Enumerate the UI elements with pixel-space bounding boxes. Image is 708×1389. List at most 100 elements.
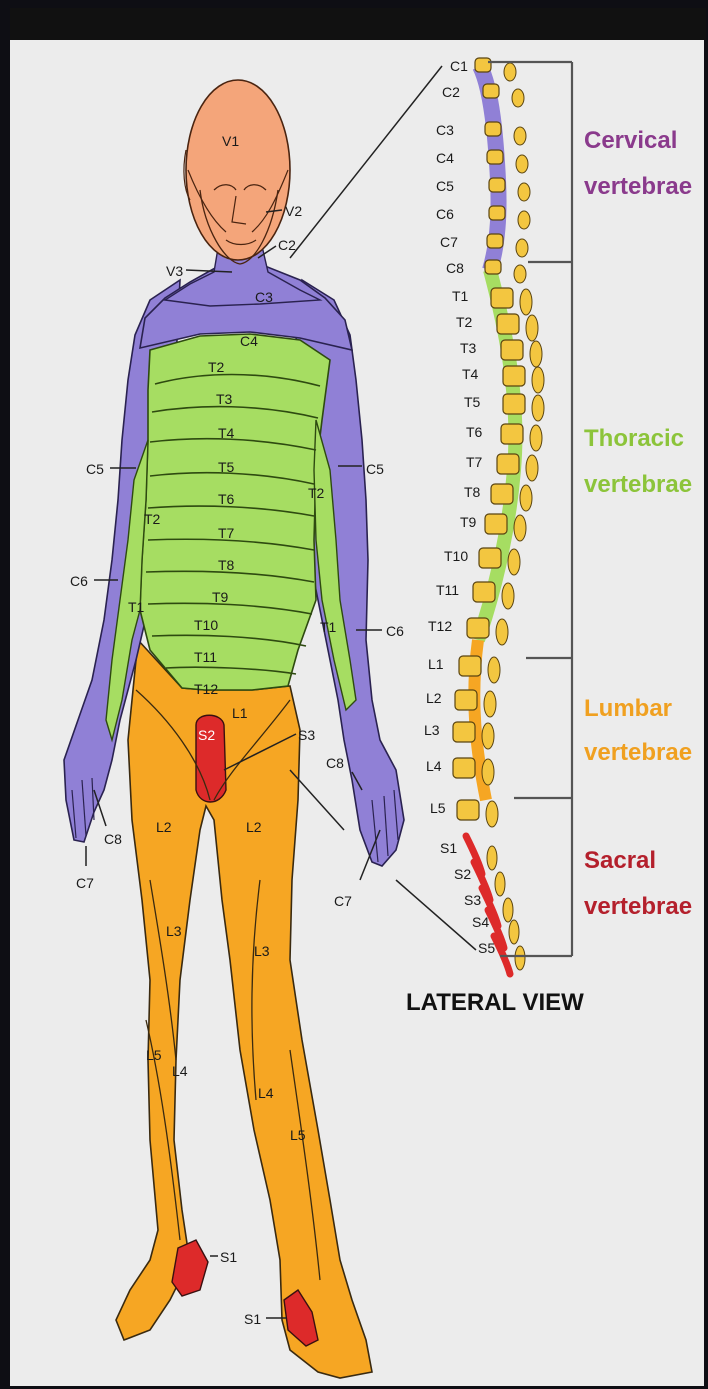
spinous-process-c7 bbox=[516, 239, 528, 257]
label-t1-right: T1 bbox=[320, 619, 337, 635]
spine-label-c1: C1 bbox=[450, 58, 468, 74]
sacral-subtitle: vertebrae bbox=[584, 893, 692, 920]
label-t5: T5 bbox=[218, 459, 235, 475]
label-t12: T12 bbox=[194, 681, 218, 697]
label-l4-right: L4 bbox=[258, 1085, 274, 1101]
vertebra-c1 bbox=[475, 58, 491, 72]
spine-label-t7: T7 bbox=[466, 454, 483, 470]
spine-label-s4: S4 bbox=[472, 914, 489, 930]
label-l5-left: L5 bbox=[146, 1047, 162, 1063]
spine-label-c3: C3 bbox=[436, 122, 454, 138]
spine-label-c8: C8 bbox=[446, 260, 464, 276]
vertebra-t10 bbox=[479, 548, 501, 568]
spinous-process-c4 bbox=[516, 155, 528, 173]
spinous-process-t11 bbox=[502, 583, 514, 609]
label-s1-right: S1 bbox=[244, 1311, 261, 1327]
spine-label-c5: C5 bbox=[436, 178, 454, 194]
vertebra-t1 bbox=[491, 288, 513, 308]
vertebra-c6 bbox=[489, 206, 505, 220]
label-t2-right: T2 bbox=[308, 485, 325, 501]
vertebra-t8 bbox=[491, 484, 513, 504]
spinous-process-t12 bbox=[496, 619, 508, 645]
spine-label-s1: S1 bbox=[440, 840, 457, 856]
spinous-process-l3 bbox=[482, 723, 494, 749]
spinous-process-c8 bbox=[514, 265, 526, 283]
vertebra-t11 bbox=[473, 582, 495, 602]
spine-label-t10: T10 bbox=[444, 548, 468, 564]
vertebra-t7 bbox=[497, 454, 519, 474]
vertebra-c8 bbox=[485, 260, 501, 274]
vertebra-c5 bbox=[489, 178, 505, 192]
lateral-view-title: LATERAL VIEW bbox=[406, 989, 584, 1016]
label-t6: T6 bbox=[218, 491, 235, 507]
vertebra-t2 bbox=[497, 314, 519, 334]
label-l3-right: L3 bbox=[254, 943, 270, 959]
spine-label-l2: L2 bbox=[426, 690, 442, 706]
label-t8: T8 bbox=[218, 557, 235, 573]
label-c7-right: C7 bbox=[334, 893, 352, 909]
label-c3: C3 bbox=[255, 289, 273, 305]
label-t1-left: T1 bbox=[128, 599, 145, 615]
spine-label-s3: S3 bbox=[464, 892, 481, 908]
spinous-process-t7 bbox=[526, 455, 538, 481]
label-v3: V3 bbox=[166, 263, 183, 279]
vertebra-c3 bbox=[485, 122, 501, 136]
spine-label-s5: S5 bbox=[478, 940, 495, 956]
spinous-process-t8 bbox=[520, 485, 532, 511]
label-c7-left: C7 bbox=[76, 875, 94, 891]
sacral-process-s1 bbox=[487, 846, 497, 870]
vertebra-l3 bbox=[453, 722, 475, 742]
label-l5-right: L5 bbox=[290, 1127, 306, 1143]
spine-label-l5: L5 bbox=[430, 800, 446, 816]
spine-label-s2: S2 bbox=[454, 866, 471, 882]
spinous-process-c6 bbox=[518, 211, 530, 229]
label-c8-left: C8 bbox=[104, 831, 122, 847]
vertebra-l4 bbox=[453, 758, 475, 778]
vertebra-l5 bbox=[457, 800, 479, 820]
label-t2: T2 bbox=[208, 359, 225, 375]
spinous-process-c1 bbox=[504, 63, 516, 81]
label-v2: V2 bbox=[285, 203, 302, 219]
spine-label-t6: T6 bbox=[466, 424, 483, 440]
spine-label-t2: T2 bbox=[456, 314, 473, 330]
cervical-title: Cervical bbox=[584, 127, 677, 154]
label-l3-left: L3 bbox=[166, 923, 182, 939]
spine-label-t11: T11 bbox=[436, 582, 459, 598]
spinous-process-l4 bbox=[482, 759, 494, 785]
label-t4: T4 bbox=[218, 425, 235, 441]
vertebra-t3 bbox=[501, 340, 523, 360]
sacral-process-s4 bbox=[509, 920, 519, 944]
vertebra-t4 bbox=[503, 366, 525, 386]
vertebra-t5 bbox=[503, 394, 525, 414]
label-c4: C4 bbox=[240, 333, 258, 349]
label-t3: T3 bbox=[216, 391, 233, 407]
label-c6-left: C6 bbox=[70, 573, 88, 589]
spinous-process-l2 bbox=[484, 691, 496, 717]
spinous-process-l1 bbox=[488, 657, 500, 683]
thoracic-subtitle: vertebrae bbox=[584, 471, 692, 498]
spinous-process-l5 bbox=[486, 801, 498, 827]
label-c8-right: C8 bbox=[326, 755, 344, 771]
spine-label-c2: C2 bbox=[442, 84, 460, 100]
spine-label-t5: T5 bbox=[464, 394, 481, 410]
lumbar-subtitle: vertebrae bbox=[584, 739, 692, 766]
vertebra-c7 bbox=[487, 234, 503, 248]
spine-label-t8: T8 bbox=[464, 484, 481, 500]
spinous-process-t9 bbox=[514, 515, 526, 541]
sacral-process-s2 bbox=[495, 872, 505, 896]
sacral-process-s3 bbox=[503, 898, 513, 922]
spinous-process-t2 bbox=[526, 315, 538, 341]
spinous-process-c5 bbox=[518, 183, 530, 201]
sacral-process-s5 bbox=[515, 946, 525, 970]
spinous-process-t10 bbox=[508, 549, 520, 575]
vertebra-t6 bbox=[501, 424, 523, 444]
label-l4-left: L4 bbox=[172, 1063, 188, 1079]
vertebra-c2 bbox=[483, 84, 499, 98]
thoracic-title: Thoracic bbox=[584, 425, 684, 452]
spine-label-t3: T3 bbox=[460, 340, 477, 356]
label-s3: S3 bbox=[298, 727, 315, 743]
label-t11: T11 bbox=[194, 649, 217, 665]
spine-label-l3: L3 bbox=[424, 722, 440, 738]
